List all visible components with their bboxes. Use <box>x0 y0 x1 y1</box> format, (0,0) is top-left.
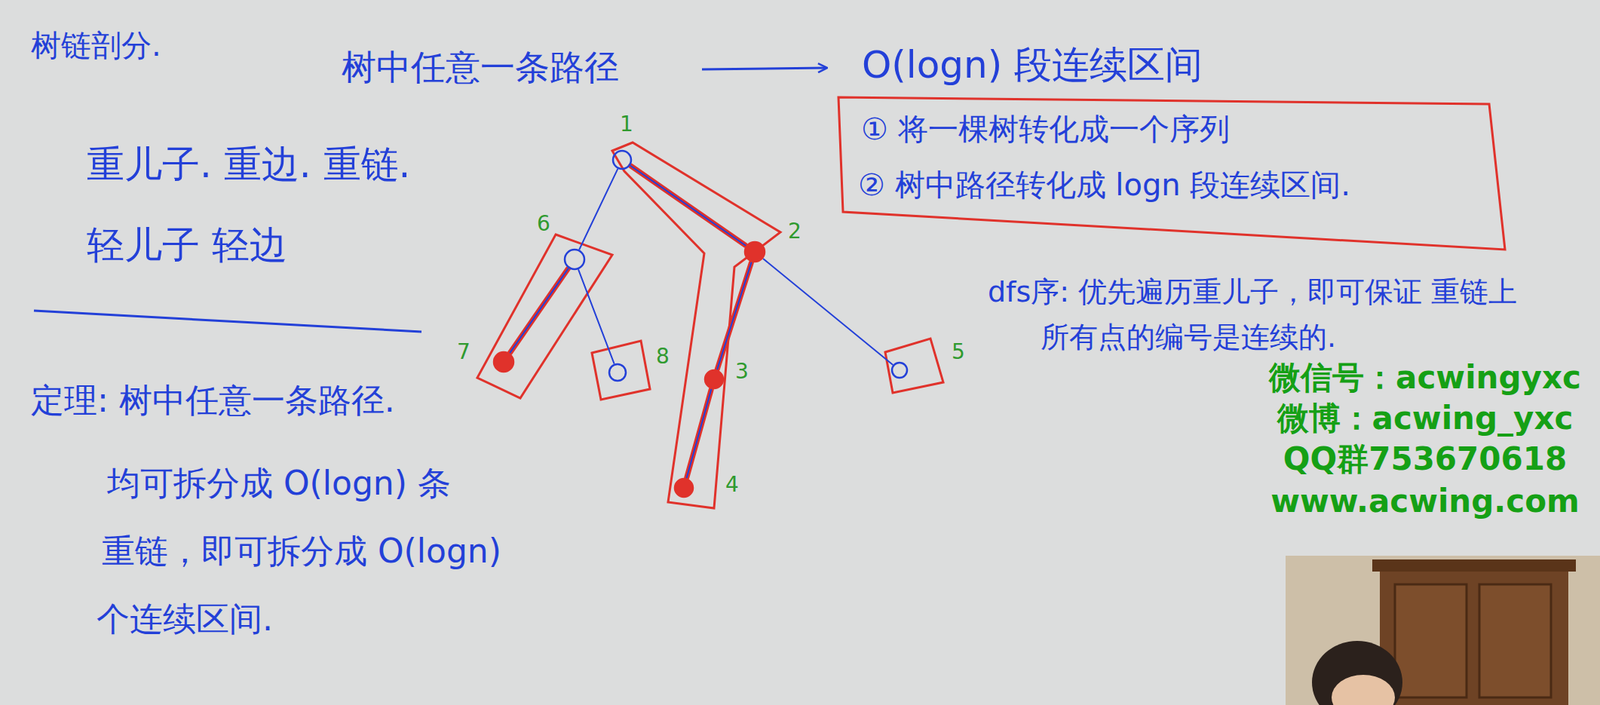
tree-edge-line <box>686 389 712 478</box>
tree-edge-line <box>510 268 569 353</box>
tree-edge-line <box>763 258 893 365</box>
tree-vertex: 8 <box>607 362 628 383</box>
box-border <box>838 97 1505 250</box>
vertex-circle <box>744 242 765 262</box>
vertex-number: 1 <box>619 113 634 137</box>
heavy-edge-highlight <box>631 165 746 246</box>
cabinet <box>1379 567 1569 705</box>
term-list: 重儿子. 重边. 重链. <box>86 141 411 187</box>
heavy-edge <box>631 165 746 246</box>
dfs-note: dfs序: 优先遍历重儿子，即可保证 重链上 <box>987 275 1518 310</box>
tree-edge-line <box>578 269 614 364</box>
cabinet-door <box>1479 584 1551 698</box>
vertex-shape <box>890 361 909 380</box>
tree-vertex: 7 <box>492 350 515 374</box>
tree-vertex: 2 <box>743 240 767 264</box>
tree-vertex: 6 <box>563 248 586 271</box>
person-hair <box>1311 640 1403 705</box>
webcam-photo <box>1285 555 1600 705</box>
divider-line <box>33 310 422 332</box>
heavy-edge <box>510 268 569 353</box>
vertex-number: 3 <box>735 360 749 384</box>
heavy-edge-highlight <box>686 389 712 478</box>
theorem-text: 定理: 树中任意一条路径. <box>30 380 396 421</box>
vertex-number: 8 <box>655 345 670 369</box>
vertex-shape <box>673 477 695 499</box>
vertex-shape <box>743 240 767 264</box>
vertex-number: 6 <box>536 212 551 237</box>
heavy-edge <box>717 262 751 369</box>
vertex-number: 4 <box>725 473 739 497</box>
heavy-edge <box>686 389 712 478</box>
heavy-chain-outline <box>477 234 613 399</box>
watermark: QQ群753670618 <box>1283 440 1567 479</box>
watermark: 微信号：acwingyxc <box>1268 358 1582 397</box>
vertex-circle <box>493 352 514 372</box>
heavy-edge-highlight <box>510 268 569 353</box>
vertex-circle <box>613 150 632 169</box>
note-text: 树中任意一条路径 <box>341 46 620 89</box>
vertex-circle <box>891 362 908 378</box>
vertex-number: 2 <box>787 220 802 244</box>
tree-edge-line <box>631 165 746 246</box>
heavy-chain-outline <box>885 338 944 393</box>
vertex-shape <box>703 368 725 390</box>
theorem-text: 个连续区间. <box>96 599 273 640</box>
dfs-note: 所有点的编号是连续的. <box>1040 320 1337 356</box>
vertex-number: 7 <box>456 340 471 365</box>
vertex-circle <box>564 249 585 270</box>
vertex-shape <box>563 248 586 271</box>
summary-item: ① 将一棵树转化成一个序列 <box>861 110 1230 148</box>
vertex-shape <box>492 350 515 374</box>
vertex-circle <box>609 364 626 381</box>
vertex-number: 5 <box>951 340 966 365</box>
vertex-shape <box>611 149 633 171</box>
tree-vertex: 4 <box>673 477 695 499</box>
section-title: 树链剖分. <box>30 27 162 64</box>
cabinet-door <box>1394 584 1467 698</box>
light-edge <box>578 269 614 364</box>
theorem-text: 重链，即可拆分成 O(logn) <box>101 531 502 572</box>
tree-edge-line <box>579 169 618 250</box>
vertex-shape <box>607 362 628 383</box>
tree-vertex: 3 <box>703 368 725 390</box>
vertex-circle <box>674 478 693 497</box>
tree-edge-line <box>717 262 751 369</box>
summary-item: ② 树中路径转化成 logn 段连续区间. <box>858 166 1351 203</box>
watermark: www.acwing.com <box>1270 482 1580 521</box>
theorem-text: 均可拆分成 O(logn) 条 <box>107 463 451 504</box>
watermark: 微博：acwing_yxc <box>1277 399 1574 438</box>
light-edge <box>579 169 618 250</box>
light-edge <box>763 258 893 365</box>
summary-box: ① 将一棵树转化成一个序列 ② 树中路径转化成 logn 段连续区间. <box>838 97 1505 250</box>
tree-vertex: 5 <box>890 361 909 380</box>
cabinet-top <box>1372 559 1576 572</box>
heavy-chain-outline <box>612 142 781 509</box>
vertex-circle <box>704 370 724 389</box>
tree-vertex: 1 <box>611 149 633 171</box>
term-list: 轻儿子 轻边 <box>86 222 288 268</box>
note-text: O(logn) 段连续区间 <box>861 42 1203 88</box>
heavy-chain-outline <box>591 340 650 400</box>
person-face <box>1331 674 1395 705</box>
heavy-edge-highlight <box>717 262 751 369</box>
mapping-arrow <box>701 67 827 70</box>
